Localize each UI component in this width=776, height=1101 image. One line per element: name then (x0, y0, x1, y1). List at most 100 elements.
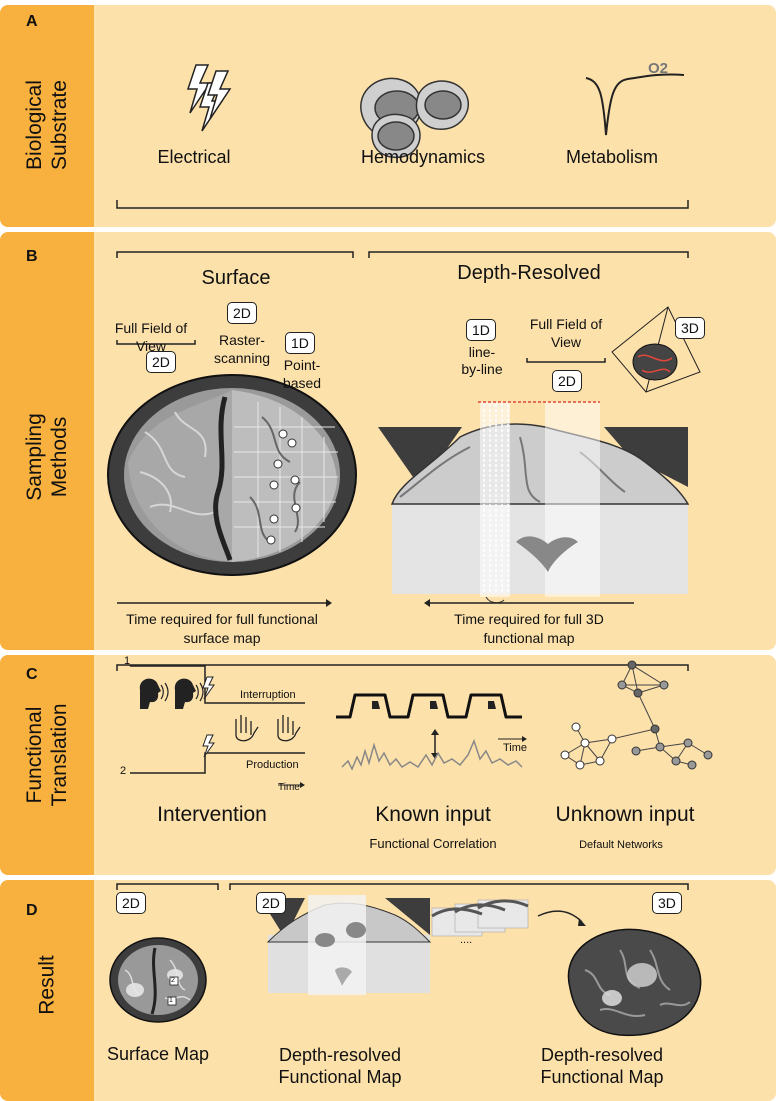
surface-map-marker-2: 2 (171, 977, 175, 984)
trace-2-number: 2 (120, 765, 127, 777)
surface-map-label: Surface Map (106, 1044, 210, 1064)
fov-depth-bracket (526, 358, 606, 363)
stack-to-volume-arrow (537, 910, 583, 923)
volume-map-line2: Functional Map (540, 1067, 664, 1087)
depth-fov-label: Full Field of View (530, 315, 602, 351)
surface-brain-illustration (107, 374, 357, 576)
stacked-slices-illustration (431, 899, 529, 937)
depth-result-bracket (229, 883, 689, 890)
depth-time-line2: functional map (483, 630, 575, 646)
panel-a-sidebar (0, 5, 94, 227)
surface-time-line2: surface map (183, 630, 261, 646)
panel-c-letter: C (26, 666, 38, 683)
production-label: Production (246, 759, 299, 771)
o2-label: O2 (648, 60, 669, 77)
depth-fov-line2: View (550, 334, 582, 350)
block-design-trace (336, 693, 522, 719)
volume-map-line1: Depth-resolved (540, 1045, 664, 1065)
panel-a-bracket (116, 200, 689, 209)
bold-signal-trace (341, 738, 523, 771)
panel-a-letter: A (26, 13, 38, 30)
hemodynamics-label: Hemodynamics (360, 147, 486, 167)
depth-bracket (368, 251, 689, 258)
surface-fov-label: Full Field of View (115, 319, 187, 355)
default-networks-label: Default Networks (579, 839, 663, 851)
surface-result-2d-badge: 2D (116, 892, 146, 914)
surface-bracket (116, 251, 354, 258)
raster-line2: scanning (213, 350, 271, 366)
point-line1: Point- (283, 357, 321, 373)
line-1d-badge: 1D (466, 319, 496, 341)
volume-map-brain (567, 928, 702, 1037)
stimulation-lightning-icon (202, 676, 215, 758)
trace-1-number: 1 (124, 655, 131, 667)
surface-fov-line1: Full Field of (114, 320, 188, 336)
point-line2: based (282, 375, 322, 391)
surface-map-marker-1: 1 (169, 997, 173, 1004)
oxygen-dip-curve (585, 73, 685, 136)
depth-fov-line1: Full Field of (529, 316, 603, 332)
depth-map-label: Depth-resolved Functional Map (278, 1044, 401, 1088)
volume-map-label: Depth-resolved Functional Map (540, 1044, 663, 1088)
speaking-head-icon (139, 678, 204, 709)
point-label: Point- based (283, 356, 321, 392)
metabolism-label: Metabolism (565, 147, 659, 167)
panel-a: A Biological Substrate O2 Electrical Hem… (0, 5, 776, 227)
lightning-icon (186, 64, 232, 132)
known-input-heading: Known input (375, 803, 491, 826)
raster-label: Raster- scanning (214, 331, 270, 367)
slices-ellipsis: .... (460, 934, 473, 946)
fov-surface-bracket (116, 340, 196, 345)
point-1d-badge: 1D (285, 332, 315, 354)
panel-d-sidebar (0, 880, 94, 1101)
panel-c-drawings (116, 660, 713, 788)
panel-c-bracket (116, 664, 689, 671)
intervention-heading: Intervention (157, 803, 267, 826)
panel-d-drawings (109, 883, 702, 1037)
depth-map-line2: Functional Map (278, 1067, 402, 1087)
time-label-left: Time (278, 782, 300, 793)
time-label-mid: Time (503, 742, 528, 754)
panel-d-letter: D (26, 902, 38, 919)
surface-map-brain (109, 937, 207, 1023)
depth-result-2d-badge: 2D (256, 892, 286, 914)
panel-a-drawings (116, 64, 689, 209)
unknown-input-heading: Unknown input (555, 803, 695, 826)
speaker-icons (372, 701, 496, 709)
panel-b: B Sampling Methods (0, 232, 776, 650)
hand-icon (235, 715, 301, 742)
volume-3d-badge: 3D (675, 317, 705, 339)
panel-b-drawings (107, 251, 701, 607)
depth-slab-illustration (378, 401, 690, 604)
line-line1: line- (468, 344, 496, 360)
panel-d: D Result (0, 880, 776, 1101)
panel-b-letter: B (26, 248, 38, 265)
panel-c-sidebar (0, 655, 94, 875)
surface-heading: Surface (201, 267, 271, 289)
raster-2d-badge: 2D (227, 302, 257, 324)
network-nodes (560, 660, 713, 770)
electrical-label: Electrical (157, 147, 231, 167)
depth-map-line1: Depth-resolved (278, 1045, 402, 1065)
depth-time-label: Time required for full 3D functional map (454, 610, 604, 648)
line-label: line- by-line (461, 344, 502, 378)
volume-result-3d-badge: 3D (652, 892, 682, 914)
fov-surface-2d-badge: 2D (146, 351, 176, 373)
depth-map-illustration (260, 895, 432, 995)
surface-result-bracket (116, 883, 219, 890)
depth-time-line1: Time required for full 3D (454, 611, 604, 627)
cells-icon (360, 77, 470, 159)
surface-time-label: Time required for full functional surfac… (126, 610, 318, 648)
surface-fov-line2: View (135, 338, 167, 354)
panel-b-sidebar (0, 232, 94, 650)
interruption-label: Interruption (240, 689, 296, 701)
production-trace (130, 752, 305, 774)
fov-depth-2d-badge: 2D (552, 370, 582, 392)
depth-resolved-heading: Depth-Resolved (457, 262, 601, 284)
volume-brain-icon (611, 306, 701, 393)
functional-correlation-label: Functional Correlation (369, 836, 497, 851)
surface-time-line1: Time required for full functional (126, 611, 318, 627)
raster-line1: Raster- (219, 332, 265, 348)
line-line2: by-line (461, 361, 503, 377)
panel-c: C Functional Translation (0, 655, 776, 875)
